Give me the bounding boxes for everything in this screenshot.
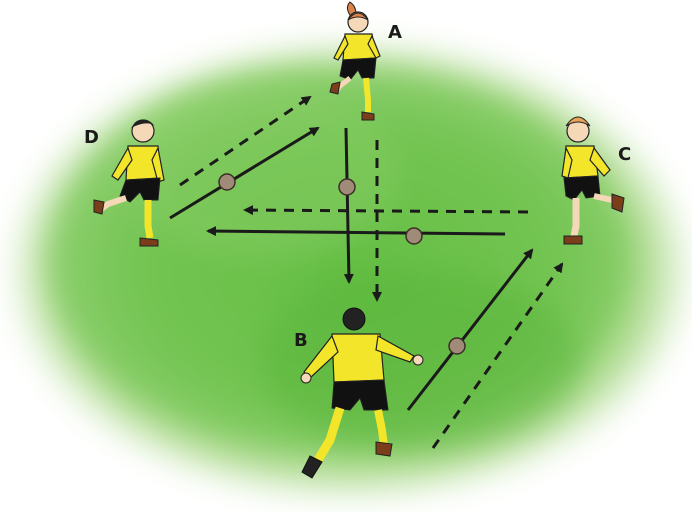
pass-arrows — [169, 95, 564, 449]
ball-a-b — [338, 178, 356, 196]
pass-line-a-to-b — [343, 127, 354, 284]
player-c: C — [561, 116, 631, 245]
run-line-b-to-c — [431, 262, 564, 449]
run-line-d-to-a — [179, 95, 312, 187]
player-label-d: D — [84, 127, 99, 148]
player-label-a: A — [388, 22, 402, 43]
ball-b-c — [448, 337, 466, 355]
pass-line-c-to-d — [206, 226, 506, 237]
player-d: D — [84, 119, 165, 247]
player-label-b: B — [294, 330, 308, 351]
player-a: A — [329, 1, 402, 121]
pass-line-d-to-a — [169, 126, 320, 220]
pass-line-b-to-c — [406, 248, 534, 411]
player-label-c: C — [618, 144, 631, 165]
ball-c-d — [405, 227, 423, 245]
player-b: B — [294, 307, 424, 479]
balls — [218, 173, 466, 355]
run-line-c-to-d — [243, 205, 529, 216]
ball-d-a — [218, 173, 236, 191]
